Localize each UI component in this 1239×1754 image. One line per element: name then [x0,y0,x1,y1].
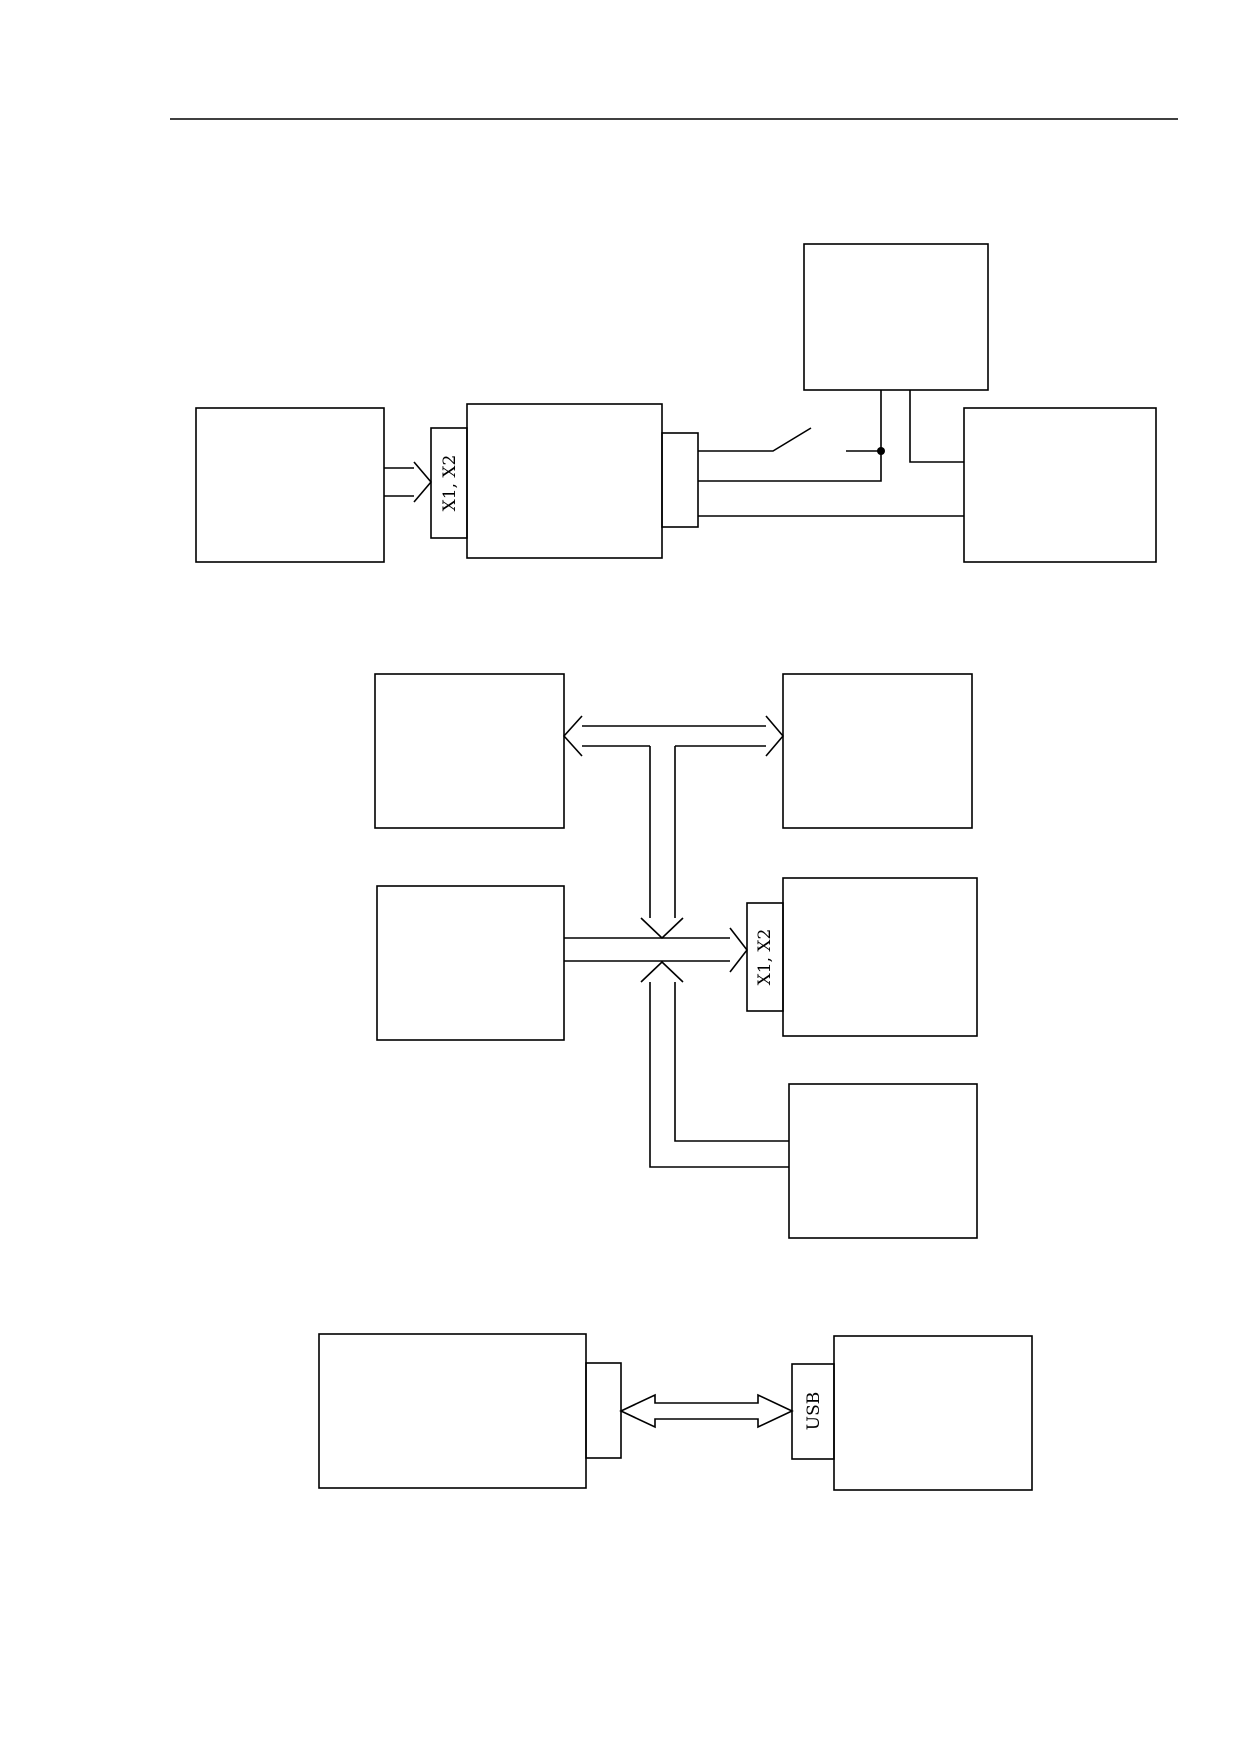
block-1-center-port [661,432,699,528]
diagram-3: USB [318,1333,1033,1491]
arrow-1-bus [384,461,433,503]
diagram-2: X1, X2 [374,673,978,1239]
block-1-left [195,407,385,563]
block-3-left-port [585,1362,622,1459]
block-3-left [318,1333,587,1489]
block-2-top-right [782,673,973,829]
arrow-3-usb-link [619,1393,794,1429]
bus-2-vertical-lower [640,960,789,1168]
wire-1-switch [698,427,812,452]
block-2-top-left [374,673,565,829]
block-1-right [963,407,1157,563]
block-2-mid-left [376,885,565,1041]
bus-2-vertical-upper [640,746,684,940]
block-2-mid-right [782,877,978,1037]
wire-1-to-top [698,390,882,482]
block-1-center [466,403,663,559]
label-2-x1x2: X1, X2 [755,929,775,986]
diagram-1: X1, X2 [195,243,1157,563]
block-2-bottom-right [788,1083,978,1239]
label-1-x1x2: X1, X2 [440,455,460,512]
wire-1-top-to-right [909,390,964,463]
block-3-right [833,1335,1033,1491]
block-1-top-right [803,243,989,391]
bus-2-top [562,715,785,757]
bus-2-horizontal [564,927,749,973]
label-3-usb: USB [804,1392,824,1430]
